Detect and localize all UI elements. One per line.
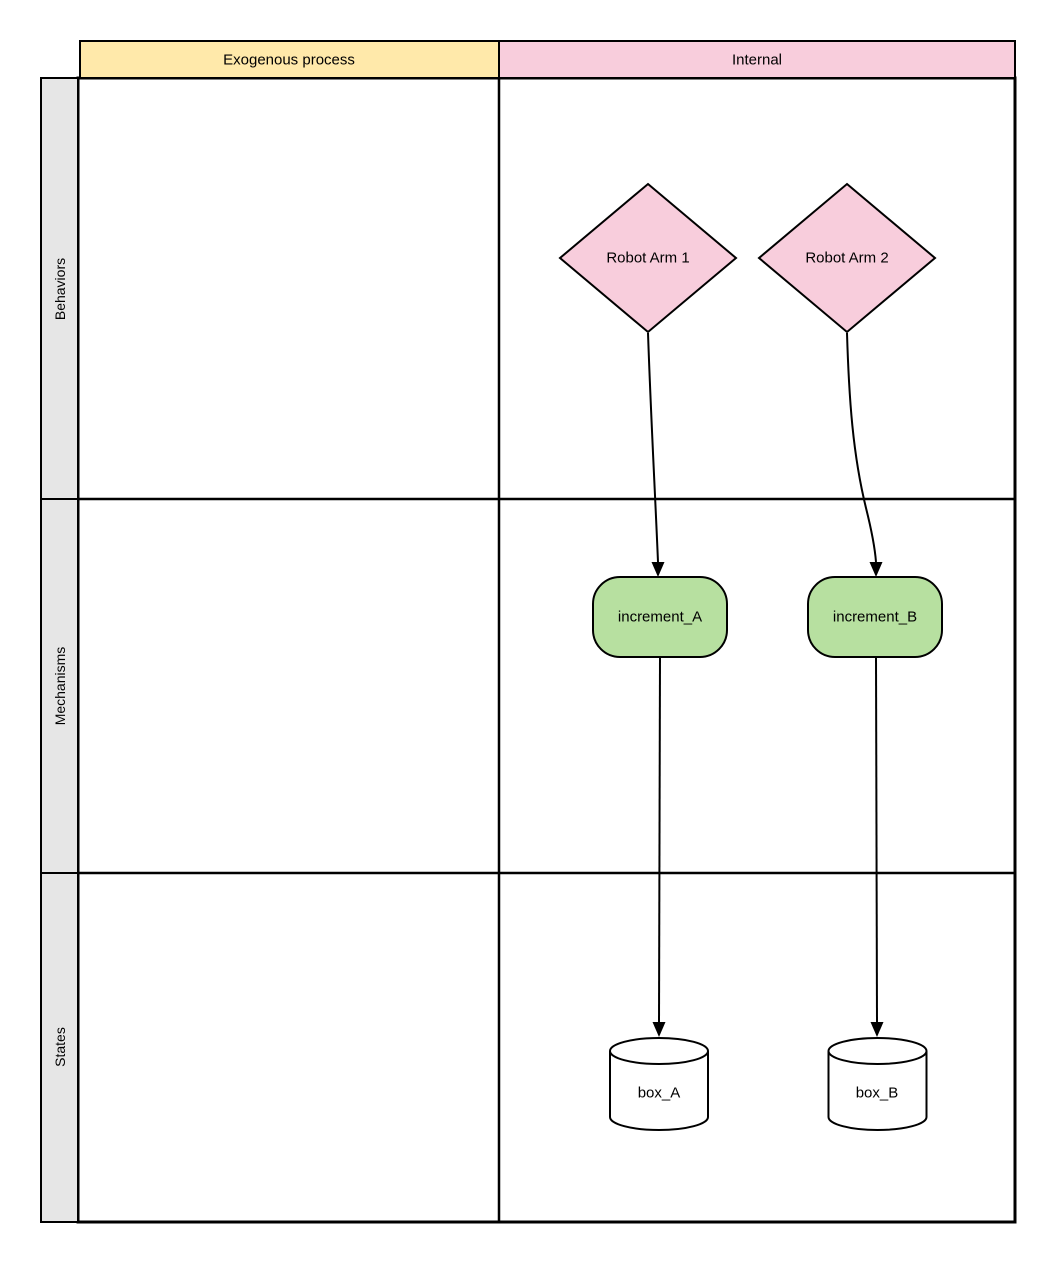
node-box-b-label: box_B <box>856 1085 899 1102</box>
edges <box>647 332 884 1037</box>
diamond-shape[interactable] <box>757 182 937 334</box>
node-robot-arm-1-label: Robot Arm 1 <box>606 250 689 267</box>
cylinder-top-arc <box>827 1050 928 1065</box>
rounded-rect-shape[interactable] <box>807 576 943 658</box>
row-header-states-label: States <box>52 1027 68 1067</box>
node-box-b[interactable]: box_B <box>827 1037 928 1131</box>
node-robot-arm-1[interactable]: Robot Arm 1 <box>558 182 738 334</box>
node-robot-arm-2-label: Robot Arm 2 <box>805 250 888 267</box>
node-increment-b[interactable]: increment_B <box>807 576 943 658</box>
column-header-internal-label: Internal <box>732 52 782 69</box>
rounded-rect-shape[interactable] <box>592 576 728 658</box>
cylinder-shape[interactable] <box>609 1037 709 1131</box>
column-header-exogenous[interactable]: Exogenous process <box>79 40 500 79</box>
edge-increment-b-to-box-b[interactable] <box>870 656 884 1037</box>
column-header-exogenous-label: Exogenous process <box>223 52 355 69</box>
row-header-behaviors[interactable]: Behaviors <box>40 77 79 500</box>
node-increment-a[interactable]: increment_A <box>592 576 728 658</box>
node-box-a-label: box_A <box>638 1085 681 1102</box>
row-header-mechanisms[interactable]: Mechanisms <box>40 498 79 874</box>
row-header-mechanisms-label: Mechanisms <box>52 647 68 726</box>
column-header-exogenous-cell[interactable] <box>79 40 500 79</box>
node-box-a[interactable]: box_A <box>609 1037 709 1131</box>
edge-robot-arm-1-to-increment-a[interactable] <box>647 332 665 577</box>
arrowhead-icon <box>870 1022 884 1037</box>
node-increment-b-label: increment_B <box>833 609 917 626</box>
edge-robot-arm-2-to-increment-b[interactable] <box>846 332 883 577</box>
row-header-states[interactable]: States <box>40 872 79 1223</box>
node-increment-a-label: increment_A <box>618 609 702 626</box>
cylinder-top-arc <box>609 1050 709 1065</box>
row-header-states-cell[interactable] <box>40 872 79 1223</box>
arrowhead-icon <box>869 562 883 577</box>
column-header-internal[interactable]: Internal <box>498 40 1016 79</box>
arrowhead-icon <box>651 562 665 577</box>
row-header-behaviors-cell[interactable] <box>40 77 79 500</box>
column-header-internal-cell[interactable] <box>498 40 1016 79</box>
edge-increment-a-to-box-a[interactable] <box>652 656 666 1037</box>
diamond-shape[interactable] <box>558 182 738 334</box>
cylinder-shape[interactable] <box>827 1037 928 1131</box>
row-header-behaviors-label: Behaviors <box>52 258 68 320</box>
node-robot-arm-2[interactable]: Robot Arm 2 <box>757 182 937 334</box>
arrowhead-icon <box>652 1022 666 1037</box>
